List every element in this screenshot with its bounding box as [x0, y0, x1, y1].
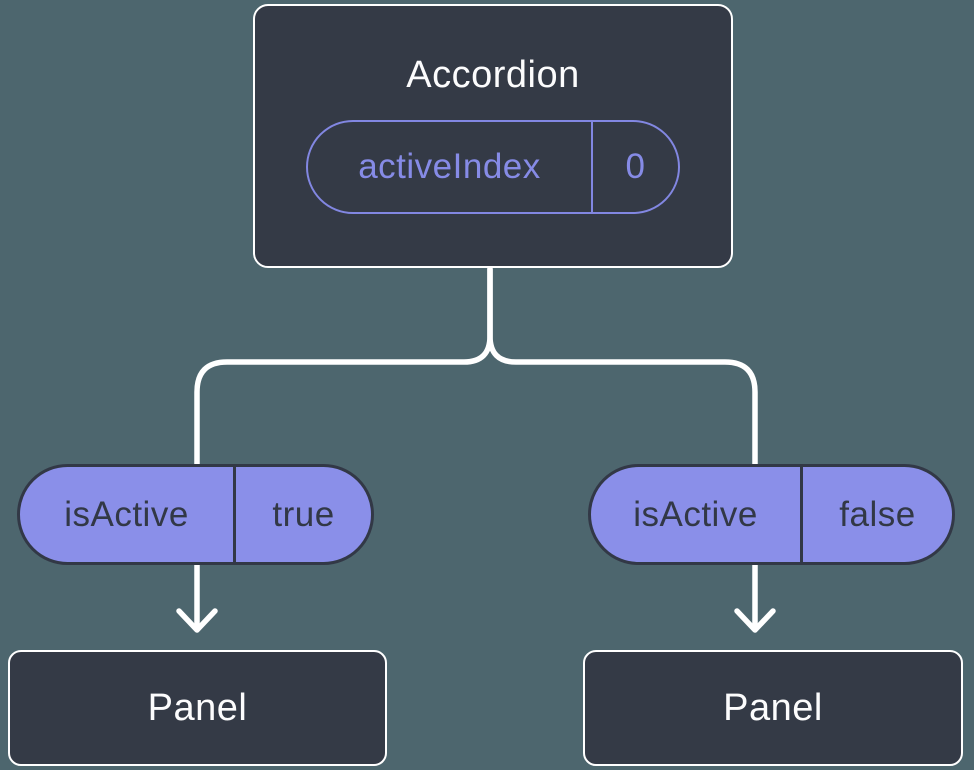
prop-value: false [839, 494, 916, 534]
state-value: 0 [625, 147, 646, 186]
prop-pill-isactive-false: isActive false [588, 464, 955, 565]
arrow-down-icon [734, 561, 776, 633]
accordion-node: Accordion activeIndex 0 [253, 4, 733, 268]
panel-node-right: Panel [583, 650, 963, 766]
arrow-down-icon [176, 561, 218, 633]
panel-title: Panel [147, 687, 248, 729]
prop-name: isActive [20, 467, 236, 562]
accordion-title: Accordion [406, 54, 580, 96]
prop-pill-isactive-true: isActive true [17, 464, 374, 565]
panel-node-left: Panel [8, 650, 387, 766]
prop-name: isActive [591, 467, 803, 562]
branch-line-right [487, 266, 758, 469]
state-name: activeIndex [308, 122, 593, 212]
branch-line-left [194, 266, 493, 469]
panel-title: Panel [723, 687, 823, 729]
prop-value: true [272, 494, 335, 534]
state-pill: activeIndex 0 [306, 120, 680, 214]
